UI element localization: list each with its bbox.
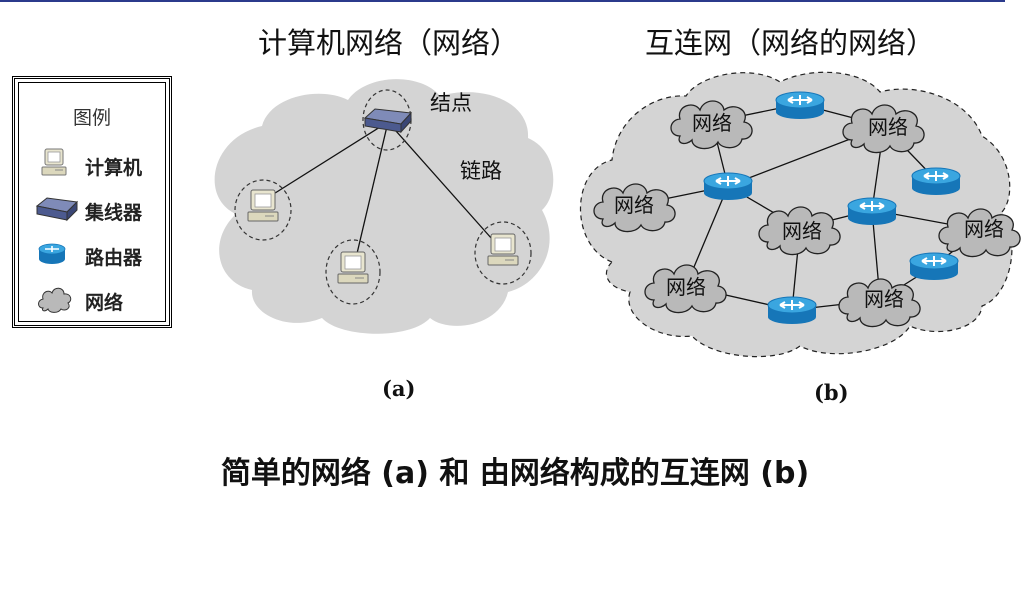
router-node-5 [909, 252, 959, 281]
left-heading: 计算机网络（网络） [258, 26, 520, 60]
network-label: 网络 [666, 275, 706, 299]
router-node-2 [703, 172, 753, 201]
legend-title: 图例 [72, 107, 111, 129]
network-label: 网络 [964, 217, 1004, 241]
network-label: 网络 [782, 219, 822, 243]
legend-item-router: 路由器 [35, 237, 165, 273]
network-cloud-1: 网络 [670, 100, 753, 150]
network-label: 网络 [692, 111, 732, 135]
legend-item-network: 网络 [35, 282, 165, 318]
legend-label-computer: 计算机 [85, 157, 143, 179]
computer-icon [41, 148, 67, 176]
figure-caption: 简单的网络 (a) 和 由网络构成的互连网 (b) [220, 456, 810, 491]
diagram-b: 网络 网络 网络 网络 网络 网络 网络 [580, 71, 1021, 358]
network-cloud-5: 网络 [938, 208, 1021, 258]
right-heading: 互连网（网络的网络） [645, 26, 936, 60]
router-node-4 [911, 167, 961, 196]
network-cloud-7: 网络 [838, 278, 921, 328]
hub-icon [35, 197, 79, 222]
router-node-1 [775, 91, 825, 120]
diagram-a-cloud [214, 79, 554, 334]
network-label: 网络 [868, 115, 908, 139]
legend-label-router: 路由器 [85, 247, 143, 269]
legend-box: 图例 计算机 集线器 路由器 网络 [12, 76, 172, 328]
node-label: 结点 [430, 91, 472, 115]
link-label: 链路 [460, 159, 502, 183]
router-node-6 [767, 296, 817, 325]
legend-label-hub: 集线器 [85, 202, 143, 224]
legend-item-hub: 集线器 [35, 192, 165, 228]
network-cloud-3: 网络 [593, 183, 676, 233]
computer-node-right [487, 233, 519, 266]
router-icon [38, 243, 66, 264]
diagram-a: 结点 链路 [214, 79, 554, 334]
hub-node [363, 108, 413, 134]
network-cloud-icon [38, 287, 72, 313]
computer-node-left [247, 189, 279, 222]
top-rule [0, 0, 1005, 2]
legend-inner-border [18, 82, 166, 322]
network-cloud-2: 网络 [842, 104, 925, 154]
legend-item-computer: 计算机 [35, 147, 165, 183]
diagram-b-sublabel: (b) [814, 380, 849, 405]
network-label: 网络 [614, 193, 654, 217]
legend-label-network: 网络 [85, 292, 124, 314]
network-cloud-6: 网络 [644, 264, 727, 314]
router-node-3 [847, 197, 897, 226]
network-label: 网络 [864, 287, 904, 311]
computer-node-bottom [337, 251, 369, 284]
network-cloud-4: 网络 [758, 206, 841, 256]
diagram-a-sublabel: (a) [382, 376, 416, 401]
